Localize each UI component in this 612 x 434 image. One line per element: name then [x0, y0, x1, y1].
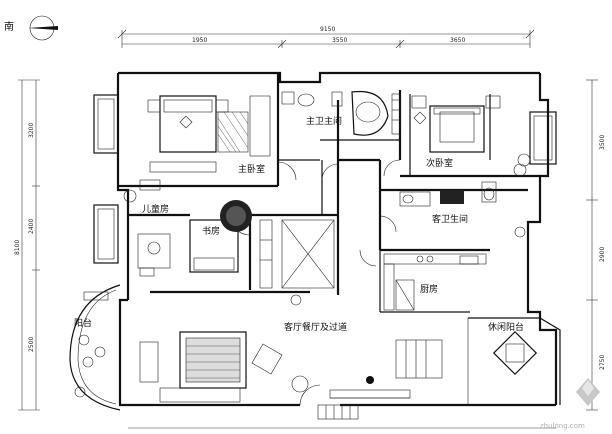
room-label-kids-room: 儿童房 [142, 203, 169, 215]
room-label-guest-bath: 客卫生间 [432, 213, 468, 225]
leisure-balcony-area [467, 317, 561, 405]
dim-top-seg-1: 1950 [192, 37, 207, 44]
dim-left-seg-3: 2500 [28, 337, 35, 352]
room-label-living: 客厅餐厅及过道 [284, 321, 347, 333]
room-label-leisure: 休闲阳台 [488, 321, 524, 333]
dim-top-seg-2: 3550 [332, 37, 347, 44]
balcony-area [69, 284, 121, 411]
exterior-walls [116, 71, 558, 407]
guest-bath-fixtures [399, 181, 526, 238]
room-label-second-bedroom: 次卧室 [426, 157, 453, 169]
top-dimension-lines: 9150 1950 3550 3650 [117, 26, 535, 49]
master-bath-fixtures [281, 90, 401, 136]
dim-left-total: 8100 [14, 240, 21, 255]
watermark-text: zhulong.com [540, 422, 585, 430]
entry-grid [128, 404, 556, 429]
dim-left-seg-2: 2400 [28, 219, 35, 234]
plants [74, 153, 531, 398]
kitchen-fixtures [383, 253, 487, 311]
bay-windows [93, 94, 557, 264]
right-dimension-lines: 3500 2900 2750 [586, 79, 606, 411]
door-swings [229, 159, 401, 406]
north-arrow-icon [28, 26, 58, 30]
second-bedroom-furniture [411, 95, 527, 177]
dim-left-seg-1: 3200 [28, 123, 35, 138]
room-label-kitchen: 厨房 [420, 283, 438, 295]
room-label-balcony: 阳台 [74, 317, 92, 329]
watermark-logo: zhulong.com [540, 378, 600, 430]
dim-top-total: 9150 [320, 26, 335, 33]
room-label-study: 书房 [202, 225, 220, 237]
north-label: 南 [4, 20, 14, 33]
kids-room-furniture [137, 179, 335, 289]
room-label-master-bath: 主卫主间 [306, 115, 342, 127]
room-labels: 主卧室 主卫主间 次卧室 儿童房 书房 客卫生间 厨房 阳台 客厅餐厅及过道 休… [74, 115, 524, 333]
dim-top-seg-3: 3650 [450, 37, 465, 44]
dim-right-seg-1: 3500 [599, 135, 606, 150]
room-label-master-bedroom: 主卧室 [238, 163, 265, 175]
interior-walls [118, 73, 540, 313]
north-indicator: 南 [4, 15, 58, 41]
dim-right-seg-2: 2900 [599, 247, 606, 262]
left-dimension-lines: 8100 3200 2400 2500 [14, 79, 40, 411]
master-bedroom-furniture [147, 95, 271, 173]
living-dining-furniture [139, 331, 443, 403]
dim-right-seg-3: 2750 [599, 355, 606, 370]
